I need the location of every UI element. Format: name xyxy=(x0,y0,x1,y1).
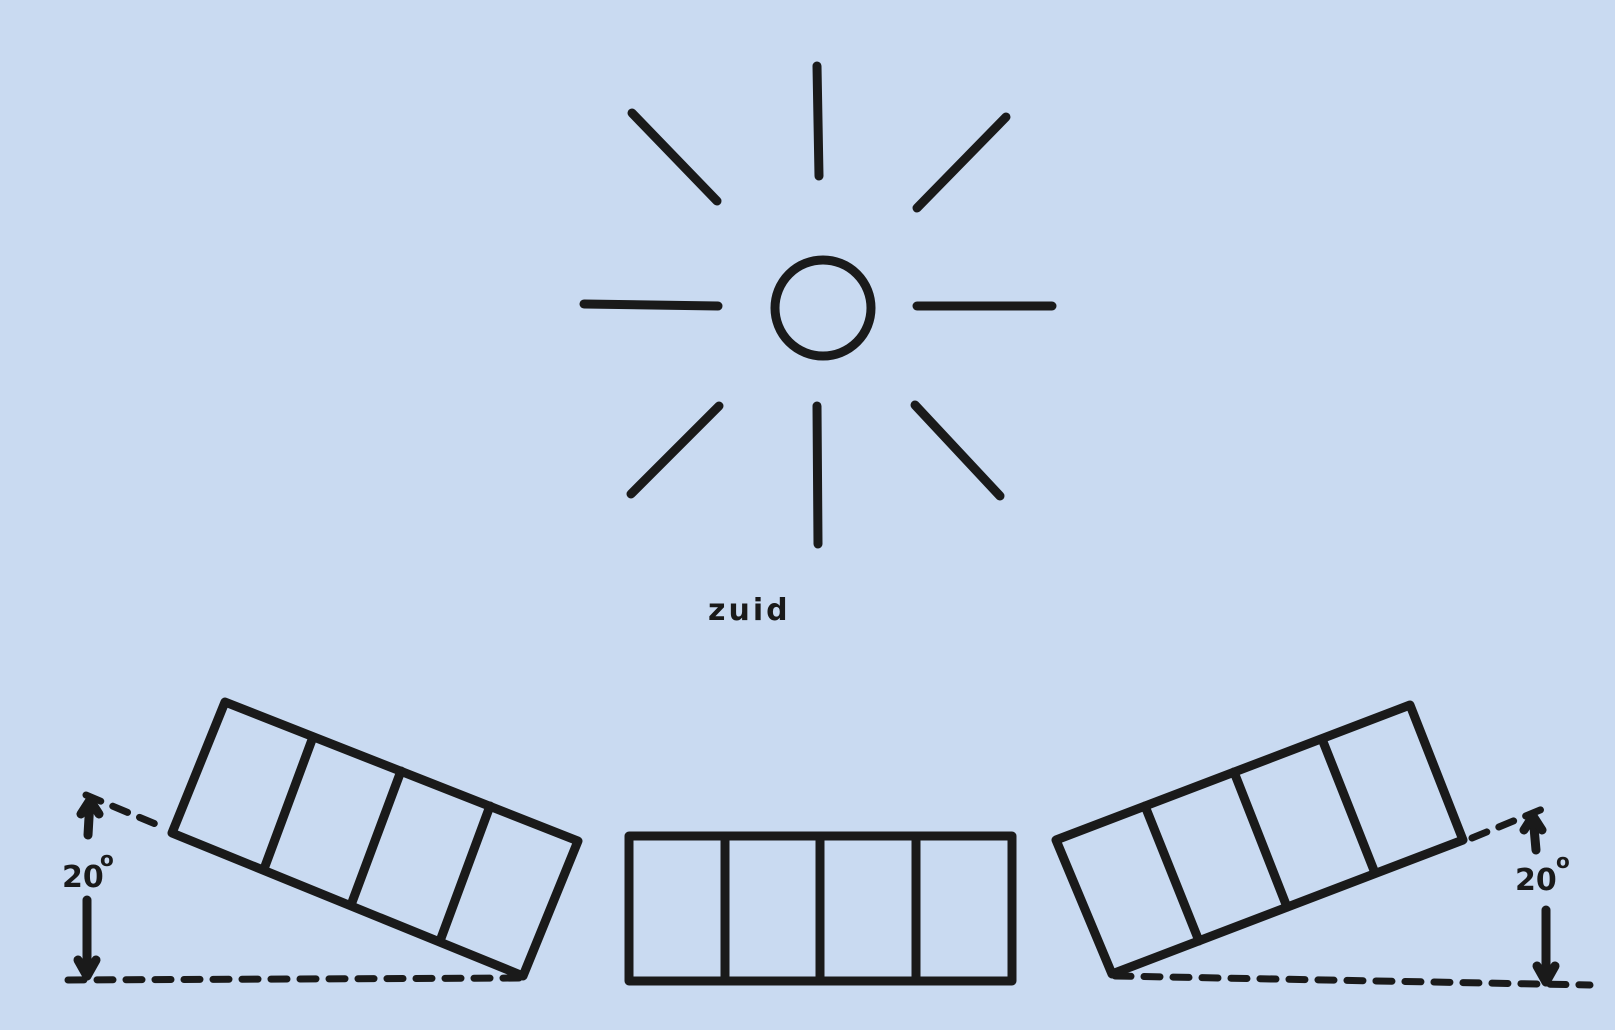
panel-divider xyxy=(264,737,313,869)
solar-panel-right xyxy=(1056,705,1463,974)
angle-unit-left: o xyxy=(100,847,114,871)
direction-label-south: zuid xyxy=(708,593,791,628)
angle-value-right: 20 xyxy=(1515,863,1557,898)
panel-divider xyxy=(440,806,490,941)
angle-value-left: 20 xyxy=(62,860,104,895)
solar-panel-left xyxy=(172,702,578,976)
angle-indicator-right: 20 o xyxy=(1515,816,1570,982)
ground-line-left xyxy=(68,978,523,980)
angle-unit-right: o xyxy=(1556,849,1570,873)
sun-ray-left xyxy=(584,304,718,306)
panel-divider xyxy=(1145,806,1199,941)
angle-indicator-left: 20 o xyxy=(62,800,114,976)
panel-divider xyxy=(1322,739,1375,873)
sun-disc xyxy=(775,260,871,356)
sun-ray-bottom xyxy=(817,406,818,544)
panel-divider xyxy=(351,771,401,905)
sun-ray-top xyxy=(817,66,819,176)
sun-icon xyxy=(584,66,1052,544)
panel-divider xyxy=(1234,772,1287,907)
sun-ray-top-right xyxy=(917,117,1006,208)
solar-panel-center xyxy=(629,836,1012,981)
ground-line-right xyxy=(1115,976,1590,985)
sun-ray-top-left xyxy=(632,113,717,201)
sun-ray-bottom-right xyxy=(915,405,1000,496)
sun-ray-bottom-left xyxy=(631,406,719,494)
